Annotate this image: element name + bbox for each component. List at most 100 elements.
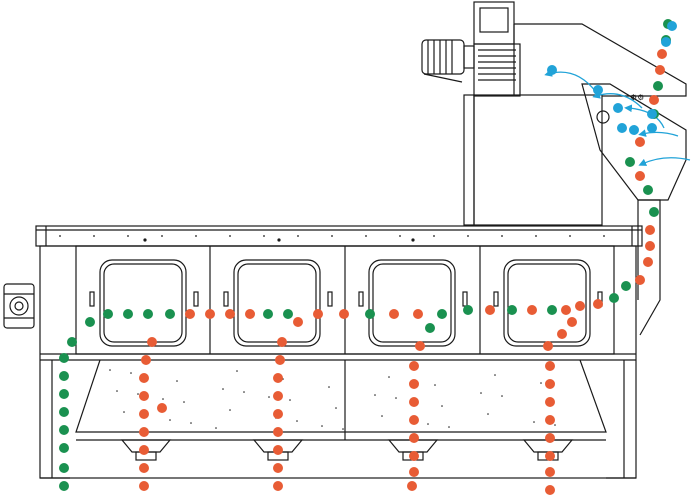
rivet (161, 235, 163, 237)
green-particle (643, 185, 653, 195)
green-particle (59, 481, 69, 491)
support-mast (463, 94, 475, 226)
rivet (501, 235, 503, 237)
rivet (169, 419, 171, 421)
rivet (399, 235, 401, 237)
orange-particle (293, 317, 303, 327)
orange-particle (139, 463, 149, 473)
orange-particle (273, 463, 283, 473)
rivet (467, 235, 469, 237)
green-particle (59, 353, 69, 363)
outlet-funnel (120, 439, 172, 453)
rivet (342, 428, 344, 430)
door-handle (223, 291, 229, 307)
green-particle (59, 407, 69, 417)
green-particle (59, 371, 69, 381)
orange-particle (545, 451, 555, 461)
outlet-funnel (522, 439, 574, 453)
door-window (99, 259, 187, 347)
outlet-funnel (252, 439, 304, 453)
rivet (365, 235, 367, 237)
orange-particle (273, 409, 283, 419)
rivet (243, 391, 245, 393)
rivet (603, 235, 605, 237)
orange-particle (645, 225, 655, 235)
door-windows (89, 259, 603, 347)
green-particle (143, 309, 153, 319)
orange-particle (545, 415, 555, 425)
orange-particle (139, 409, 149, 419)
orange-particle (277, 337, 287, 347)
green-particle (103, 309, 113, 319)
door-handle (358, 291, 364, 307)
orange-particle (635, 137, 645, 147)
rivet (569, 235, 571, 237)
green-particle (621, 281, 631, 291)
orange-particle (545, 361, 555, 371)
door-window (368, 259, 456, 347)
orange-particle (185, 309, 195, 319)
green-particle (649, 207, 659, 217)
rivet (433, 235, 435, 237)
rivet (195, 235, 197, 237)
rivet (229, 235, 231, 237)
blue-particle (613, 103, 623, 113)
orange-particle (409, 379, 419, 389)
orange-particle (147, 337, 157, 347)
orange-particle (643, 257, 653, 267)
door-handle (89, 291, 95, 307)
rivet (162, 398, 164, 400)
orange-particle (543, 341, 553, 351)
bolt (277, 238, 281, 242)
orange-particle (389, 309, 399, 319)
orange-particle (139, 391, 149, 401)
rivet (395, 397, 397, 399)
orange-particle (645, 241, 655, 251)
green-particle (123, 309, 133, 319)
blue-particle (629, 125, 639, 135)
orange-particle (527, 305, 537, 315)
blue-particle (661, 37, 671, 47)
green-particle (85, 317, 95, 327)
rivet (130, 372, 132, 374)
orange-particle (545, 397, 555, 407)
orange-particle (273, 427, 283, 437)
rivet (59, 235, 61, 237)
green-particle (59, 389, 69, 399)
side-motor-icon (3, 283, 35, 329)
rivet (296, 420, 298, 422)
orange-particle (649, 95, 659, 105)
rivet (328, 386, 330, 388)
orange-particle (409, 397, 419, 407)
rivet (427, 423, 429, 425)
svg-text:⚙⚙: ⚙⚙ (630, 93, 644, 102)
orange-particle (139, 373, 149, 383)
orange-particle (415, 341, 425, 351)
orange-particle (139, 481, 149, 491)
orange-particle (655, 65, 665, 75)
green-particle (625, 157, 635, 167)
orange-particle (657, 49, 667, 59)
rivet (183, 401, 185, 403)
rivet (321, 425, 323, 427)
rivet (297, 235, 299, 237)
rivet (222, 388, 224, 390)
orange-particle (545, 467, 555, 477)
rivet (554, 424, 556, 426)
rivet (533, 421, 535, 423)
orange-particle (245, 309, 255, 319)
orange-particle (273, 481, 283, 491)
rivet (487, 413, 489, 415)
rivet (236, 370, 238, 372)
green-particle (425, 323, 435, 333)
orange-particle (225, 309, 235, 319)
orange-particle (413, 309, 423, 319)
rivet (123, 411, 125, 413)
rivet (127, 235, 129, 237)
rivet (374, 394, 376, 396)
rivet (434, 384, 436, 386)
orange-particle (409, 467, 419, 477)
rivet (229, 409, 231, 411)
orange-particle (575, 301, 585, 311)
